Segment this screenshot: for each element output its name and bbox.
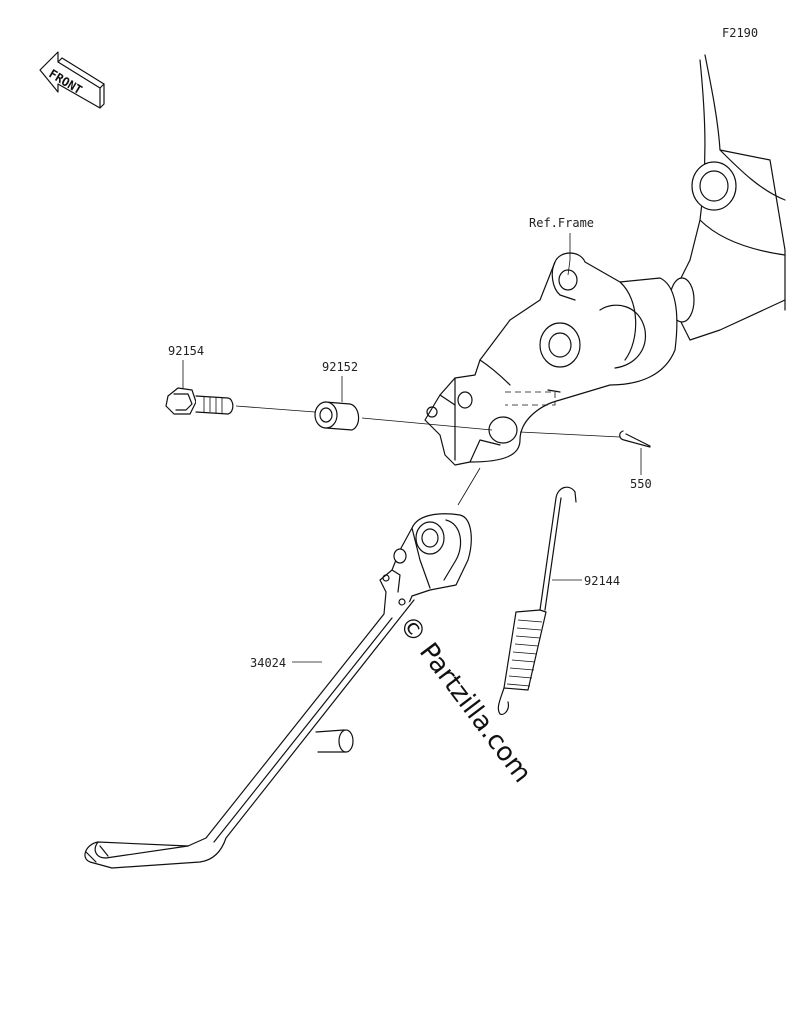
bolt-92154 xyxy=(165,387,234,415)
front-arrow-icon: FRONT xyxy=(39,51,105,109)
label-550: 550 xyxy=(630,477,652,491)
frame-assembly xyxy=(424,54,786,466)
label-92154: 92154 xyxy=(168,344,204,358)
ref-frame-label: Ref.Frame xyxy=(529,216,594,230)
label-92152: 92152 xyxy=(322,360,358,374)
collar-92152 xyxy=(314,401,360,431)
label-92144: 92144 xyxy=(584,574,620,588)
frame-upper-hole xyxy=(558,269,578,291)
frame-pivot-boss xyxy=(539,322,581,368)
spring-92144 xyxy=(497,486,577,715)
frame-stand-mount-hole xyxy=(488,416,518,444)
watermark: © Partzilla.com xyxy=(392,610,537,788)
side-stand-34024 xyxy=(84,513,472,869)
figure-code: F2190 xyxy=(722,26,758,40)
stand-pivot-hole xyxy=(415,521,445,555)
frame-boss-upper xyxy=(691,161,737,211)
label-34024: 34024 xyxy=(250,656,286,670)
cotter-pin-550 xyxy=(619,430,651,448)
